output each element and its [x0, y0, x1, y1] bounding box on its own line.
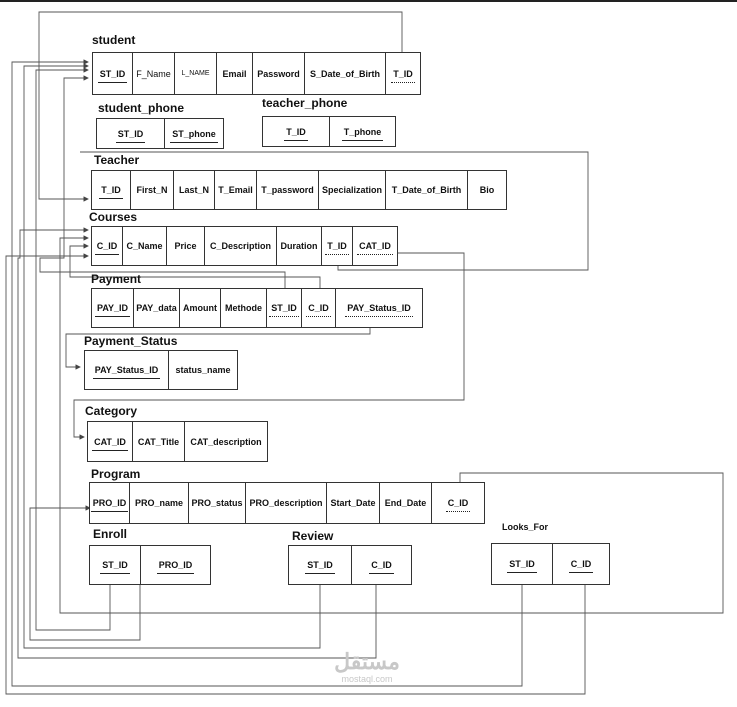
link-student-tid-teacher	[38, 11, 403, 202]
col-payment-pay-status-id: PAY_Status_ID	[345, 303, 413, 317]
col-courses-c-description: C_Description	[205, 227, 277, 265]
col-program-pro-status: PRO_status	[189, 483, 246, 523]
link-program-courses	[59, 235, 724, 614]
col-payment-st-id: ST_ID	[267, 289, 302, 327]
col-student-password: Password	[253, 53, 305, 94]
col-payment-methode: Methode	[221, 289, 267, 327]
link-payment-status	[65, 328, 371, 370]
link-enroll-program	[29, 505, 141, 641]
table-category: CAT_ID CAT_Title CAT_description	[87, 421, 268, 462]
col-enroll-st-id: ST_ID	[90, 546, 141, 584]
col-student-t-id: T_ID	[391, 68, 415, 83]
table-title-student: student	[92, 33, 136, 47]
col-payment-pay-data: PAY_data	[134, 289, 180, 327]
table-student: ST_ID F_Name L_NAME Email Password S_Dat…	[92, 52, 421, 95]
col-category-cat-description: CAT_description	[190, 436, 262, 447]
col-teacher-dob: T_Date_of_Birth	[386, 171, 468, 209]
table-looks-for: ST_ID C_ID	[491, 543, 610, 585]
col-student-f-name: F_Name	[133, 53, 175, 94]
col-review-st-id: ST_ID	[289, 546, 352, 584]
table-courses: C_ID C_Name Price C_Description Duration…	[91, 226, 398, 266]
col-looks-for-c-id: C_ID	[568, 559, 593, 573]
link-payment-courses	[69, 243, 321, 288]
col-payment-c-id: C_ID	[302, 289, 336, 327]
col-payment-amount: Amount	[180, 289, 221, 327]
col-courses-c-name: C_Name	[123, 227, 167, 265]
link-looksfor-courses	[5, 253, 586, 695]
col-student-phone-st-id: ST_ID	[97, 119, 165, 148]
table-title-student-phone: student_phone	[98, 101, 184, 115]
col-student-phone-st-phone: ST_phone	[170, 128, 218, 143]
link-payment-student	[39, 75, 286, 288]
col-program-end-date: End_Date	[380, 483, 432, 523]
table-title-teacher-phone: teacher_phone	[262, 96, 348, 110]
table-title-review: Review	[292, 529, 334, 543]
col-category-cat-id: CAT_ID	[88, 422, 133, 461]
col-teacher-last-n: Last_N	[174, 171, 215, 209]
table-payment-status: PAY_Status_ID status_name	[84, 350, 238, 390]
link-courses-category	[73, 252, 465, 440]
col-category-cat-title: CAT_Title	[133, 422, 185, 461]
table-program: PRO_ID PRO_name PRO_status PRO_descripti…	[89, 482, 485, 524]
table-title-payment-status: Payment_Status	[84, 334, 178, 348]
table-student-phone: ST_ID ST_phone	[96, 118, 224, 149]
link-enroll-student	[35, 67, 111, 631]
col-student-l-name: L_NAME	[175, 53, 217, 94]
col-courses-price: Price	[167, 227, 205, 265]
col-teacher-phone-t-id: T_ID	[263, 117, 330, 146]
table-title-category: Category	[85, 404, 138, 418]
table-review: ST_ID C_ID	[288, 545, 412, 585]
col-teacher-t-id: T_ID	[92, 171, 131, 209]
col-program-pro-name: PRO_name	[130, 483, 189, 523]
link-review-courses	[17, 227, 377, 659]
table-title-looks-for: Looks_For	[502, 522, 549, 532]
col-enroll-pro-id: PRO_ID	[156, 560, 194, 574]
table-title-courses: Courses	[89, 210, 138, 224]
col-program-pro-description: PRO_description	[246, 483, 327, 523]
link-teacher-courses	[80, 151, 589, 271]
col-teacher-t-password: T_password	[257, 171, 319, 209]
col-student-st-id: ST_ID	[93, 53, 133, 94]
table-title-payment: Payment	[91, 272, 142, 286]
col-program-pro-id: PRO_ID	[90, 483, 130, 523]
col-payment-pay-id: PAY_ID	[92, 289, 134, 327]
col-payment-status-name: status_name	[175, 365, 231, 375]
table-payment: PAY_ID PAY_data Amount Methode ST_ID C_I…	[91, 288, 423, 328]
col-program-start-date: Start_Date	[327, 483, 380, 523]
table-title-program: Program	[91, 467, 141, 481]
table-teacher: T_ID First_N Last_N T_Email T_password S…	[91, 170, 507, 210]
col-courses-t-id: T_ID	[322, 227, 353, 265]
table-teacher-phone: T_ID T_phone	[262, 116, 396, 147]
col-teacher-bio: Bio	[479, 185, 495, 195]
col-courses-duration: Duration	[277, 227, 322, 265]
col-teacher-first-n: First_N	[131, 171, 174, 209]
col-teacher-t-email: T_Email	[215, 171, 257, 209]
link-review-student	[23, 63, 321, 649]
col-teacher-phone-t-phone: T_phone	[341, 126, 383, 141]
col-program-c-id: C_ID	[445, 498, 470, 512]
col-payment-status-id: PAY_Status_ID	[85, 351, 169, 389]
table-title-teacher: Teacher	[94, 153, 140, 167]
col-student-email: Email	[217, 53, 253, 94]
col-courses-c-id: C_ID	[92, 227, 123, 265]
table-enroll: ST_ID PRO_ID	[89, 545, 211, 585]
col-review-c-id: C_ID	[369, 560, 394, 574]
col-courses-cat-id: CAT_ID	[357, 241, 393, 255]
watermark-arabic-text: مستقل	[334, 649, 400, 674]
col-student-dob: S_Date_of_Birth	[305, 53, 386, 94]
col-teacher-specialization: Specialization	[319, 171, 386, 209]
table-title-enroll: Enroll	[93, 527, 128, 541]
top-border	[0, 0, 737, 2]
watermark-logo: مستقل mostaql.com	[322, 649, 412, 685]
link-looksfor-student	[11, 59, 523, 687]
watermark-latin-text: mostaql.com	[341, 674, 393, 684]
col-looks-for-st-id: ST_ID	[492, 544, 553, 584]
